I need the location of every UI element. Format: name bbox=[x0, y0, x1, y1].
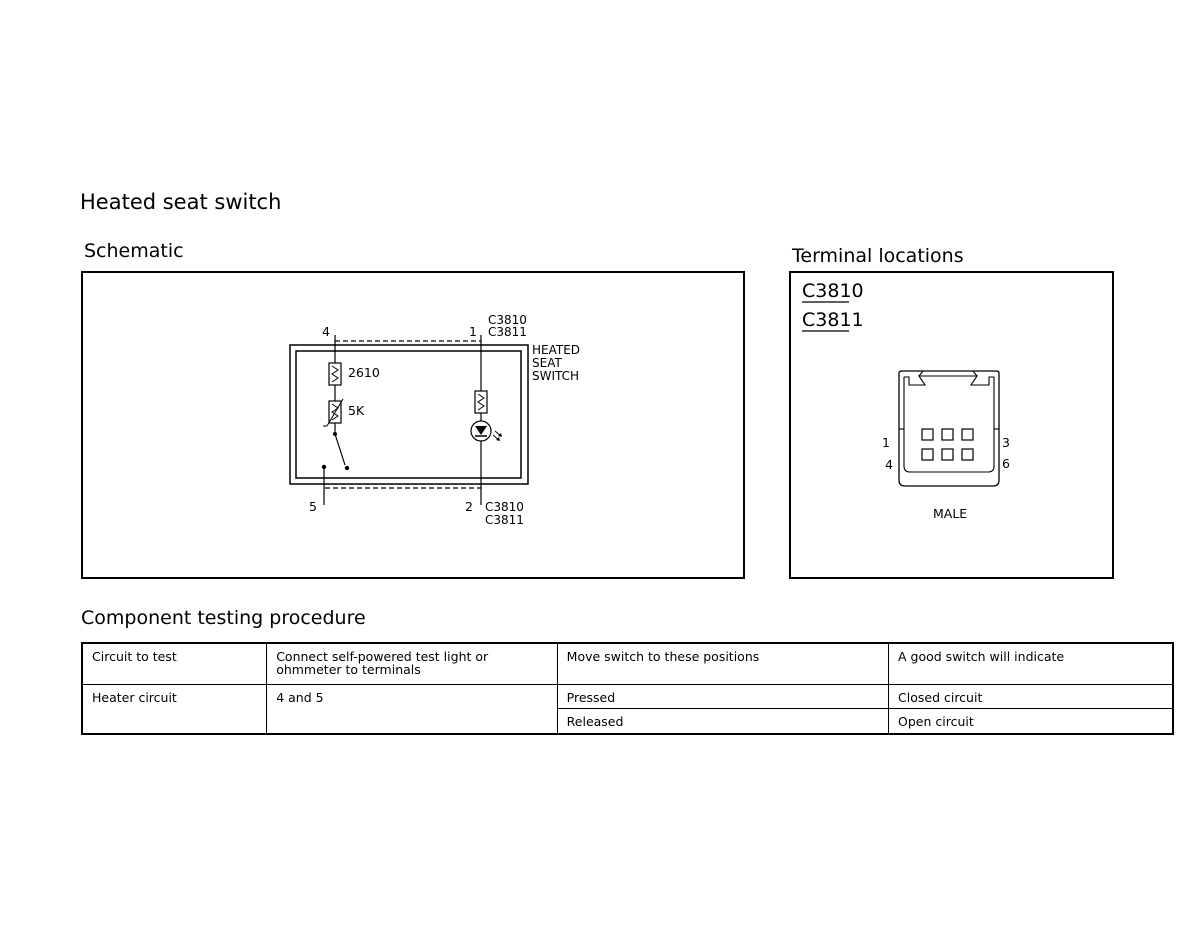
pin-label-5: 5 bbox=[309, 499, 317, 514]
switch-contact-arm bbox=[334, 433, 346, 466]
component-testing-table: Circuit to test Connect self-powered tes… bbox=[81, 642, 1174, 735]
terminal-cavity-grid bbox=[921, 428, 974, 461]
resistor-value-label: 2610 bbox=[348, 365, 380, 380]
terminal-cavity-6 bbox=[961, 448, 974, 461]
terminal-pin-label-1: 1 bbox=[882, 435, 890, 450]
terminal-panel: C3810 C3811 1 4 3 6 MALE bbox=[789, 271, 1114, 579]
connector-label-bottom-1: C3810 bbox=[485, 500, 524, 514]
connector-face-diagram: C3810 C3811 1 4 3 6 MALE bbox=[802, 280, 1010, 521]
connector-id-1: C3810 bbox=[802, 280, 864, 302]
table-header-row: Circuit to test Connect self-powered tes… bbox=[81, 642, 1174, 685]
switch-label-line1: HEATED bbox=[532, 343, 580, 357]
connector-gender-label: MALE bbox=[933, 506, 967, 521]
table-row: Heater circuit 4 and 5 Pressed Closed ci… bbox=[81, 683, 1174, 735]
thermistor-value-label: 5K bbox=[348, 403, 365, 418]
switch-label-line2: SEAT bbox=[532, 356, 562, 370]
cell-terminals: 4 and 5 bbox=[266, 683, 558, 735]
led-resistor-icon bbox=[474, 390, 488, 414]
pin-label-1: 1 bbox=[469, 324, 477, 339]
connector-id-2: C3811 bbox=[802, 309, 864, 331]
pin-label-2: 2 bbox=[465, 499, 473, 514]
header-switch-positions: Move switch to these positions bbox=[556, 642, 890, 685]
resistor-icon bbox=[328, 362, 342, 386]
pin-label-4: 4 bbox=[322, 324, 330, 339]
terminal-pin-label-6: 6 bbox=[1002, 456, 1010, 471]
thermistor-icon bbox=[323, 398, 344, 427]
terminal-locations-heading: Terminal locations bbox=[792, 245, 964, 267]
connector-label-bottom-2: C3811 bbox=[485, 513, 524, 527]
cell-position-released: Released bbox=[556, 707, 890, 735]
switch-label-line3: SWITCH bbox=[532, 369, 579, 383]
cell-indication-open: Open circuit bbox=[888, 707, 1174, 735]
header-circuit-to-test: Circuit to test bbox=[81, 642, 268, 685]
header-good-switch-indicates: A good switch will indicate bbox=[888, 642, 1174, 685]
led-icon bbox=[470, 420, 502, 442]
cell-position-pressed: Pressed bbox=[556, 683, 890, 709]
terminal-cavity-2 bbox=[941, 428, 954, 441]
switch-contact-point bbox=[344, 465, 350, 471]
header-connect-terminals: Connect self-powered test light or ohmme… bbox=[266, 642, 558, 685]
cell-circuit: Heater circuit bbox=[81, 683, 268, 735]
schematic-heading: Schematic bbox=[84, 240, 184, 262]
table-row: Released Open circuit bbox=[82, 707, 1174, 735]
terminal-cavity-1 bbox=[921, 428, 934, 441]
terminal-cavity-3 bbox=[961, 428, 974, 441]
connector-label-top-2: C3811 bbox=[488, 325, 527, 339]
page-title: Heated seat switch bbox=[80, 190, 282, 214]
connector-label-top-1: C3810 bbox=[488, 313, 527, 327]
switch-housing-inner bbox=[295, 350, 522, 479]
switch-housing-outer bbox=[289, 344, 529, 485]
terminal-cavity-4 bbox=[921, 448, 934, 461]
schematic-panel: 4 1 C3810 C3811 HEATED SEAT SWITCH 2610 … bbox=[81, 271, 745, 579]
procedure-heading: Component testing procedure bbox=[81, 607, 366, 629]
terminal-cavity-5 bbox=[941, 448, 954, 461]
terminal-pin-label-4: 4 bbox=[885, 457, 893, 472]
terminal-pin-label-3: 3 bbox=[1002, 435, 1010, 450]
cell-indication-closed: Closed circuit bbox=[888, 683, 1174, 709]
connector-housing-icon bbox=[898, 370, 1000, 487]
schematic-diagram: 4 1 C3810 C3811 HEATED SEAT SWITCH 2610 … bbox=[289, 313, 580, 527]
